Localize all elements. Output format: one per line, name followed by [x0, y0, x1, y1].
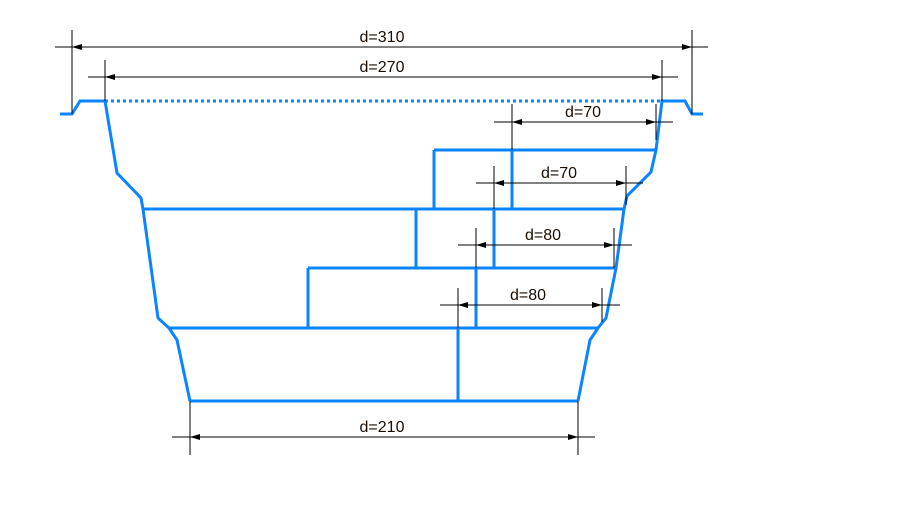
- dimension-label: d=80: [525, 227, 561, 244]
- dimension-step-4: d=80: [440, 287, 620, 328]
- arrowhead-icon: [512, 119, 522, 125]
- arrowhead-icon: [72, 44, 82, 50]
- dimension-top-inner: d=270: [88, 59, 678, 101]
- dimension-label: d=270: [360, 59, 405, 76]
- arrowhead-icon: [682, 44, 692, 50]
- dimension-top-outer: d=310: [55, 29, 708, 114]
- arrowhead-icon: [105, 74, 115, 80]
- arrowhead-icon: [458, 302, 468, 308]
- arrowhead-icon: [190, 434, 200, 440]
- dimension-label: d=310: [360, 29, 405, 46]
- arrowhead-icon: [616, 180, 626, 186]
- dimension-label: d=210: [360, 419, 405, 436]
- arrowhead-icon: [494, 180, 504, 186]
- dimension-step-2: d=70: [476, 165, 643, 209]
- profile: [60, 99, 703, 403]
- arrowhead-icon: [476, 242, 486, 248]
- arrowhead-icon: [646, 119, 656, 125]
- dimension-step-1: d=70: [494, 104, 673, 150]
- dimension-label: d=80: [510, 287, 546, 304]
- dimension-label: d=70: [565, 104, 601, 121]
- left-wall: [60, 99, 192, 402]
- dimension-label: d=70: [541, 165, 577, 182]
- arrowhead-icon: [652, 74, 662, 80]
- dimension-step-3: d=80: [458, 227, 632, 268]
- arrowhead-icon: [604, 242, 614, 248]
- right-wall: [576, 99, 703, 402]
- dimension-bottom: d=210: [172, 401, 595, 455]
- arrowhead-icon: [592, 302, 602, 308]
- arrowhead-icon: [568, 434, 578, 440]
- dimensions: d=310 d=270 d=70 d=70 d=80 d=80 d=210: [55, 29, 708, 455]
